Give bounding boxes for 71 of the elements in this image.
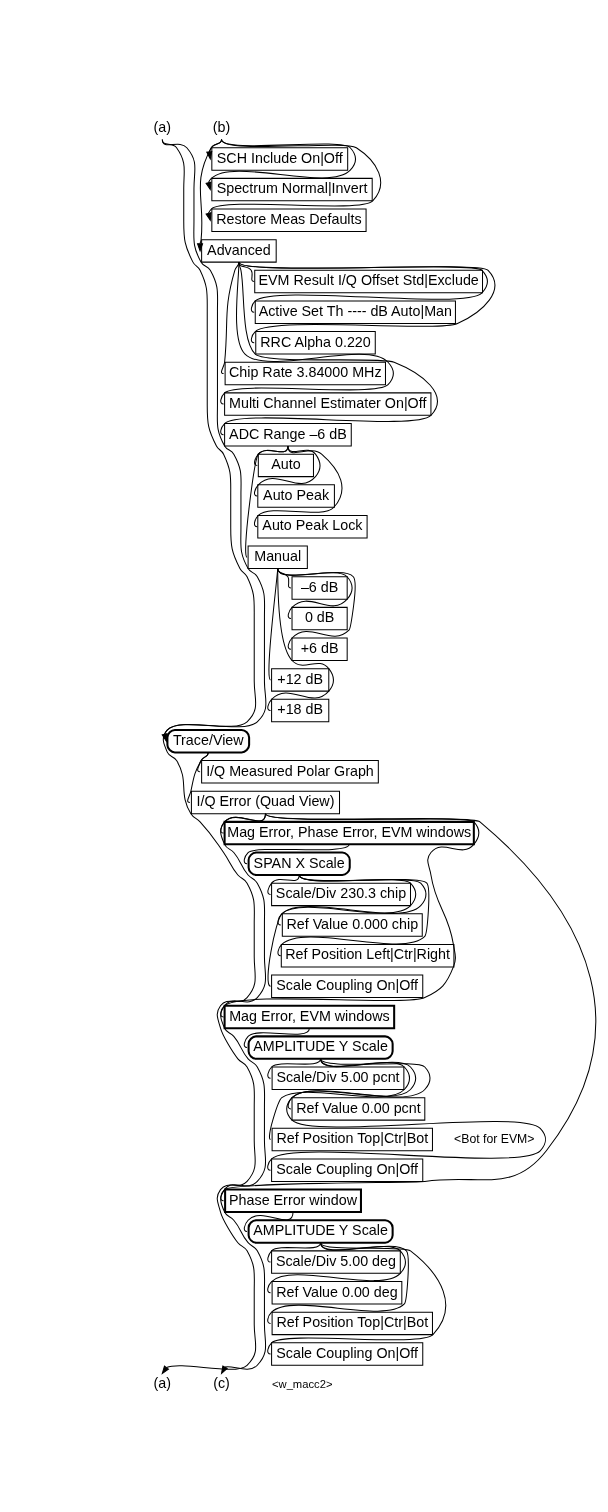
node-text: (c) xyxy=(213,1374,230,1391)
connector xyxy=(267,1057,546,1171)
node-box: Ref Value 0.00 pcnt xyxy=(291,1096,426,1121)
arrow xyxy=(205,138,382,222)
node-box: Auto Peak xyxy=(257,483,335,508)
node-box: Auto Peak Lock xyxy=(257,514,368,538)
connector xyxy=(220,812,596,1201)
node-box: I/Q Error (Quad View) xyxy=(190,790,341,814)
connector xyxy=(267,1057,322,1079)
connector xyxy=(253,445,343,527)
node-box: ADC Range –6 dB xyxy=(224,422,352,446)
connector xyxy=(267,874,417,987)
node-box: Spectrum Normal|Invert xyxy=(211,177,373,201)
connector xyxy=(267,567,335,711)
connector xyxy=(245,445,289,558)
node-box: Mag Error, Phase Error, EVM windows xyxy=(223,820,475,845)
node-box: Scale/Div 230.3 chip xyxy=(271,882,411,906)
node-box: Scale Coupling On|Off xyxy=(271,1157,424,1182)
node-box: I/Q Measured Polar Graph xyxy=(201,759,379,784)
label: <w_macc2> xyxy=(271,1377,333,1390)
connector xyxy=(243,843,350,864)
node-box: Ref Value 0.000 chip xyxy=(281,912,423,937)
node-box: Chip Rate 3.84000 MHz xyxy=(224,361,386,385)
connector xyxy=(267,1241,406,1293)
node-box: AMPLITUDE Y Scale xyxy=(247,1218,394,1244)
connector xyxy=(267,1241,447,1355)
node-box: Trace/View xyxy=(166,728,251,753)
node-box: Ref Value 0.00 deg xyxy=(271,1280,403,1304)
node-label: <Bot for EVM> xyxy=(454,1131,535,1146)
connector xyxy=(238,261,496,343)
node-box: Scale/Div 5.00 pcnt xyxy=(271,1066,405,1090)
node-text: (b) xyxy=(212,118,231,135)
node-box: Scale Coupling On|Off xyxy=(271,1341,424,1366)
node-box: Auto xyxy=(257,453,314,477)
node-box: Scale/Div 5.00 deg xyxy=(271,1249,401,1274)
node-box: Restore Meas Defaults xyxy=(211,208,367,232)
node-box: Ref Position Left|Ctr|Right xyxy=(280,943,455,967)
node-box: AMPLITUDE Y Scale xyxy=(247,1034,394,1060)
node-box: Active Set Th ---- dB Auto|Man xyxy=(254,299,456,324)
arrow xyxy=(220,812,267,1375)
connector xyxy=(268,1057,410,1140)
connector xyxy=(267,1241,322,1263)
node-box: Mag Error, EVM windows xyxy=(223,1004,396,1029)
node-box: Multi Channel Estimater On|Off xyxy=(224,391,432,416)
node-box: –6 dB xyxy=(291,575,348,600)
node-box: +12 dB xyxy=(271,667,330,692)
node-box: RRC Alpha 0.220 xyxy=(255,330,376,355)
node-text: (a) xyxy=(153,118,172,135)
node-text: (a) xyxy=(153,1374,172,1391)
node-box: +18 dB xyxy=(271,698,330,722)
node-box: Phase Error window xyxy=(224,1188,362,1213)
node-box: SPAN X Scale xyxy=(247,851,351,876)
node-box: Manual xyxy=(247,545,308,569)
node-box: +6 dB xyxy=(291,637,348,661)
connector xyxy=(243,1027,310,1048)
node-box: 0 dB xyxy=(291,606,348,630)
node-box: Scale Coupling On|Off xyxy=(271,974,424,998)
arrow xyxy=(161,138,267,743)
arrow xyxy=(196,138,223,252)
node-box: Ref Position Top|Ctr|Bot xyxy=(271,1311,433,1335)
connector xyxy=(277,567,356,650)
node-box: EVM Result I/Q Offset Std|Exclude xyxy=(254,269,484,293)
node-box: Ref Position Top|Ctr|Bot xyxy=(271,1127,433,1151)
node-box: SCH Include On|Off xyxy=(211,146,349,171)
connector xyxy=(187,751,209,803)
connector xyxy=(243,1211,294,1232)
connector xyxy=(220,261,438,435)
connector xyxy=(267,874,300,895)
arrow xyxy=(161,138,257,1375)
connector xyxy=(267,1241,409,1324)
node-box: Advanced xyxy=(201,238,277,263)
